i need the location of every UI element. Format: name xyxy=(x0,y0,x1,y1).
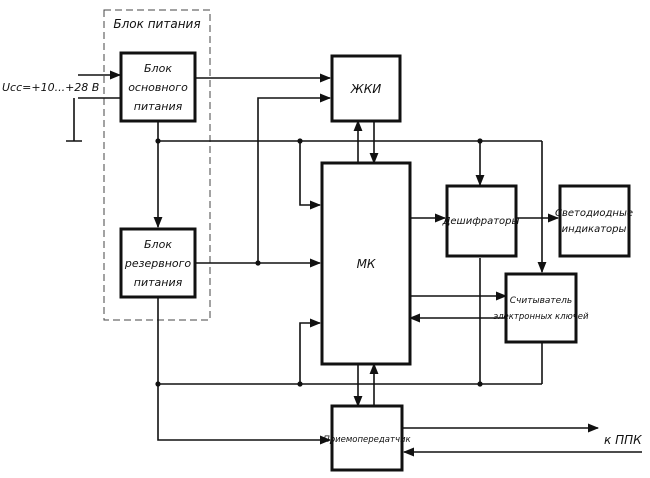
wire-backup-to-transceiver xyxy=(157,384,332,445)
block-label-line: индикаторы xyxy=(562,224,627,235)
block-label-line: ЖКИ xyxy=(350,82,381,96)
block-label-line: Считыватель xyxy=(510,296,572,306)
block-label-line: Дешифраторы xyxy=(442,216,520,227)
block-label-line: Блок xyxy=(144,238,172,251)
block-key-reader: Считыватель электронных ключей xyxy=(493,272,589,344)
power-group-title: Блок питания xyxy=(113,17,200,31)
power-group-border xyxy=(103,9,211,321)
wire-bus-to-mcu-upper xyxy=(299,141,322,210)
block-mcu: МК xyxy=(320,161,412,366)
block-label-line: основного xyxy=(128,81,188,94)
junction-dot xyxy=(297,381,303,387)
junctions xyxy=(155,138,483,387)
junction-dot xyxy=(477,138,483,144)
block-label-line: питания xyxy=(134,276,183,289)
block-backup-power: Блок резервного питания xyxy=(119,227,197,299)
input-voltage-label: Uсс=+10...+28 В xyxy=(2,81,99,94)
ground-wire xyxy=(66,97,120,142)
block-decoders: Дешифраторы xyxy=(442,184,520,258)
wire-backup-to-lcd xyxy=(257,93,332,263)
block-label-line: Блок xyxy=(144,62,172,75)
block-lcd: ЖКИ xyxy=(330,54,402,123)
block-main-power: Блок основного питания xyxy=(119,51,197,123)
junction-dot xyxy=(155,138,161,144)
block-label-line: резервного xyxy=(124,257,192,270)
block-led-indicators: Светодиодные индикаторы xyxy=(555,184,633,258)
junction-dot xyxy=(297,138,303,144)
wire-bus-to-mcu-lower xyxy=(299,318,322,384)
junction-dot xyxy=(255,260,261,266)
junction-dot xyxy=(155,381,161,387)
block-label-line: электронных ключей xyxy=(493,312,589,322)
junction-dot xyxy=(477,381,483,387)
block-label-line: Светодиодные xyxy=(555,208,633,219)
block-label-line: МК xyxy=(357,257,376,271)
block-transceiver: Приемопередатчик xyxy=(323,404,412,472)
block-label-line: Приемопередатчик xyxy=(323,435,411,445)
output-ppk-label: к ППК xyxy=(604,433,642,447)
block-label-line: питания xyxy=(134,100,183,113)
